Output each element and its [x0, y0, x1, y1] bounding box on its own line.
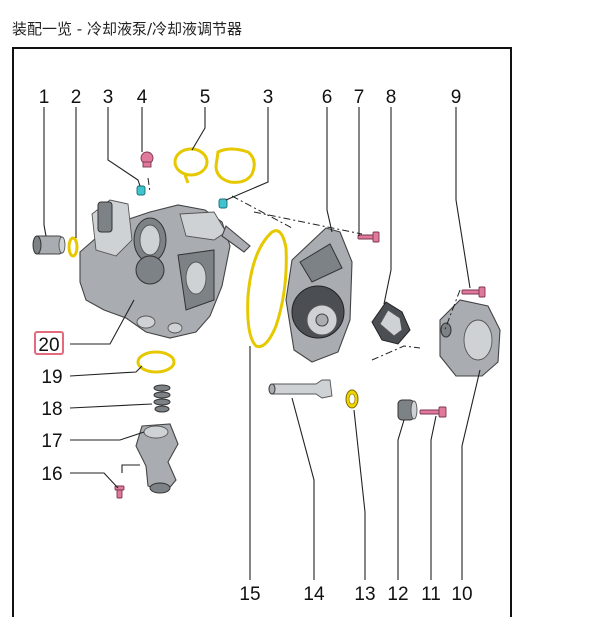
part-13-seal-ring — [345, 389, 359, 409]
part-9-bolt — [461, 286, 486, 298]
callouts-bottom: 15 14 13 12 11 10 — [239, 584, 472, 605]
diagram-frame — [12, 47, 512, 617]
part-10-cover — [439, 299, 501, 377]
leader-lines — [43, 107, 481, 580]
callout-5: 5 — [200, 87, 211, 108]
callout-16: 16 — [41, 464, 62, 485]
callout-12: 12 — [387, 584, 408, 605]
callout-11: 11 — [421, 584, 441, 605]
callout-6: 6 — [322, 87, 333, 108]
callout-2: 2 — [71, 87, 82, 108]
callout-3a: 3 — [103, 87, 114, 108]
callouts-left: 20 19 18 17 16 — [34, 331, 64, 485]
part-12-gear — [397, 399, 418, 421]
part-3-clip-right — [218, 198, 228, 209]
callout-17: 17 — [41, 431, 62, 452]
callout-15: 15 — [239, 584, 260, 605]
callout-1: 1 — [39, 87, 50, 108]
callout-3b: 3 — [263, 87, 274, 108]
part-2-o-ring — [67, 236, 79, 258]
part-11-bolt — [419, 406, 447, 418]
part-20-thermostat-housing — [79, 199, 251, 339]
assembly-axes — [147, 177, 461, 361]
callout-14: 14 — [303, 584, 325, 605]
callouts-top: 1 2 3 4 5 3 6 7 8 9 — [39, 87, 462, 108]
highlight-box-20 — [34, 331, 64, 355]
callout-9: 9 — [451, 87, 462, 108]
part-15-large-gasket — [246, 229, 288, 349]
callout-7: 7 — [354, 87, 365, 108]
callout-13: 13 — [354, 584, 375, 605]
callout-19: 19 — [41, 367, 62, 388]
part-3-clip-left — [136, 185, 146, 196]
callout-18: 18 — [41, 399, 62, 420]
part-18-spring — [153, 384, 171, 413]
part-14-shaft — [268, 379, 333, 399]
part-16-screw — [114, 485, 125, 499]
part-19-gasket — [136, 350, 176, 374]
callout-8: 8 — [386, 87, 397, 108]
callout-10: 10 — [451, 584, 472, 605]
part-4-plug — [140, 151, 154, 168]
callout-4: 4 — [137, 87, 148, 108]
part-7-bolt — [357, 231, 380, 243]
part-8-belt — [371, 301, 411, 345]
part-6-water-pump — [285, 227, 353, 363]
part-1-connector — [32, 235, 66, 255]
part-17-outlet-elbow — [135, 423, 179, 494]
callout-20: 20 — [38, 335, 59, 356]
page-title: 装配一览 - 冷却液泵/冷却液调节器 — [12, 20, 243, 38]
part-5-gasket — [173, 147, 256, 184]
